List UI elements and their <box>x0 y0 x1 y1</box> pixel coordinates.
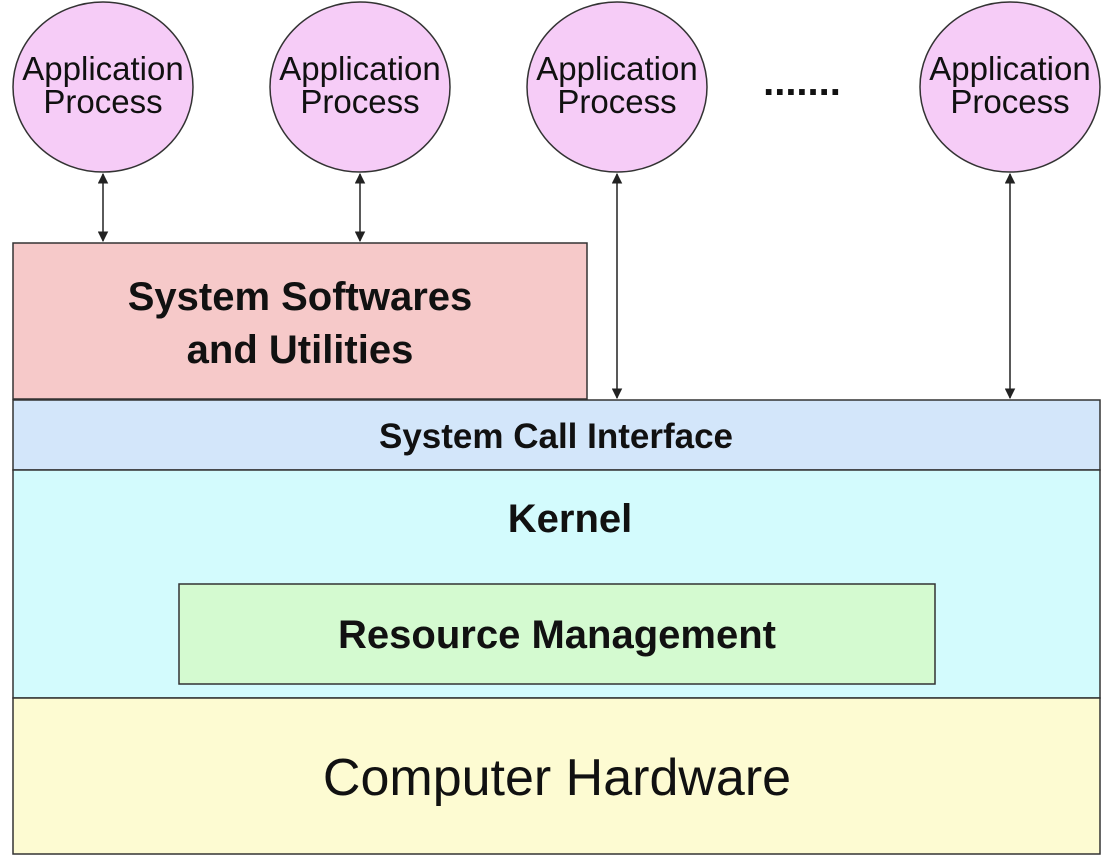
system-call-interface-rect <box>12 399 1101 471</box>
process-circle <box>269 1 451 173</box>
process-circle <box>526 1 708 173</box>
process-label-line1: Application <box>929 50 1090 87</box>
more-processes-ellipsis: ....... <box>763 60 841 104</box>
resource-management-rect <box>178 583 936 685</box>
resource-management-label: Resource Management <box>338 613 776 657</box>
system-softwares-label-line2: and Utilities <box>187 328 414 372</box>
process-label-line2: Process <box>557 83 676 120</box>
process-label-line2: Process <box>43 83 162 120</box>
resource-management-box: Resource Management <box>178 583 936 685</box>
system-softwares-rect <box>12 242 588 400</box>
process-circle <box>919 1 1101 173</box>
application-process-4: Application Process <box>919 1 1101 173</box>
process-label-line1: Application <box>22 50 183 87</box>
system-call-interface-label: System Call Interface <box>379 417 733 456</box>
process-label-line1: Application <box>279 50 440 87</box>
application-process-1: Application Process <box>12 1 194 173</box>
system-call-interface-box: System Call Interface <box>12 399 1101 471</box>
system-softwares-box: System Softwares and Utilities <box>12 242 588 400</box>
system-softwares-label-line1: System Softwares <box>128 275 473 319</box>
computer-hardware-box: Computer Hardware <box>12 697 1101 855</box>
application-process-3: Application Process <box>526 1 708 173</box>
process-label-line1: Application <box>536 50 697 87</box>
process-label-line2: Process <box>950 83 1069 120</box>
computer-hardware-rect <box>12 697 1101 855</box>
kernel-label: Kernel <box>508 497 633 541</box>
computer-hardware-label: Computer Hardware <box>323 749 791 807</box>
process-label-line2: Process <box>300 83 419 120</box>
process-circle <box>12 1 194 173</box>
application-process-2: Application Process <box>269 1 451 173</box>
